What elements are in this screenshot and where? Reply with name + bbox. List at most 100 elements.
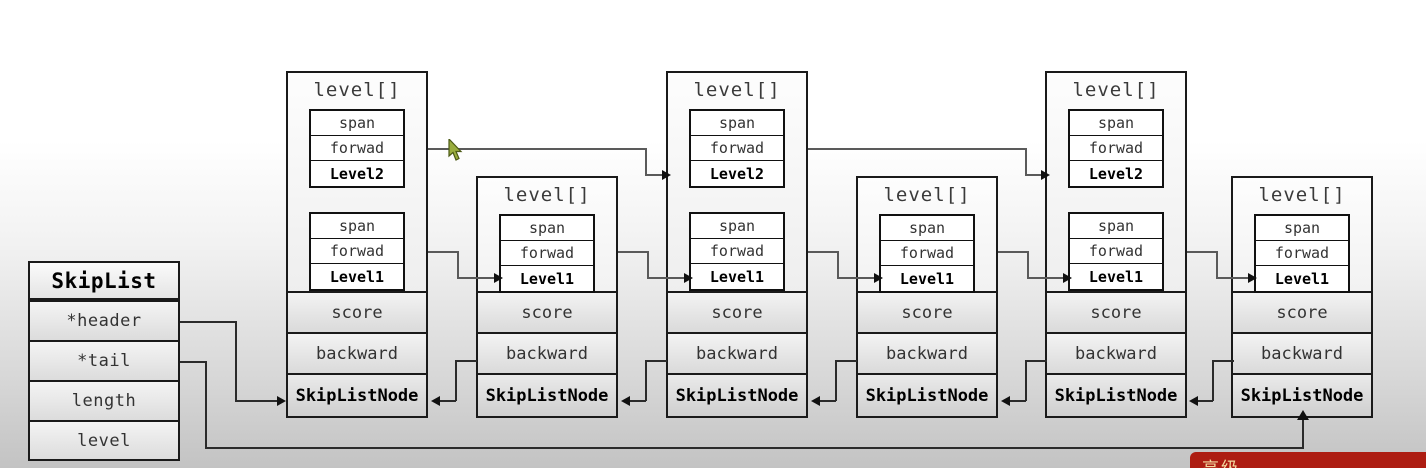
node2-level1-box: span forwad Level1 (499, 214, 595, 293)
node6-score: score (1233, 293, 1371, 334)
node6-level1-box: span forwad Level1 (1254, 214, 1350, 293)
backward-2to1-arrowhead (431, 396, 440, 406)
level1-forward-5to6-h2 (1216, 277, 1250, 279)
node5-level2-label: Level2 (1070, 161, 1162, 186)
node5-score: score (1047, 293, 1185, 334)
level2-forward-3to5-h2 (1025, 174, 1043, 176)
node6-level1-label: Level1 (1256, 266, 1348, 291)
node5-level1-label: Level1 (1070, 264, 1162, 289)
bottom-banner: 高级, (1190, 452, 1426, 468)
bottom-banner-text: 高级, (1202, 454, 1247, 468)
backward-6to5-h2 (1198, 400, 1213, 402)
level1-forward-2to3-h1 (618, 251, 648, 253)
node1-level1-forward: forwad (311, 239, 403, 264)
mouse-cursor-icon (448, 139, 463, 161)
header-pointer-segment-v (235, 321, 237, 401)
tail-pointer-segment-h1 (180, 361, 206, 363)
node1-level1-box: span forwad Level1 (309, 212, 405, 291)
backward-3to2-h1 (645, 360, 667, 362)
tail-pointer-arrowhead (1297, 410, 1309, 420)
node4-level1-forward: forwad (881, 241, 973, 266)
node5-level2-box: span forwad Level2 (1068, 109, 1164, 188)
backward-4to3-h2 (820, 400, 836, 402)
node3-backward: backward (668, 334, 806, 375)
node1-level1-span: span (311, 214, 403, 239)
node3-level1-box: span forwad Level1 (689, 212, 785, 291)
backward-2to1-h2 (440, 400, 456, 402)
node1-type: SkipListNode (288, 375, 426, 416)
node3-type: SkipListNode (668, 375, 806, 416)
level1-forward-3to4-h2 (837, 277, 876, 279)
node2-level1-label: Level1 (501, 266, 593, 291)
tail-pointer-segment-h2 (205, 447, 1304, 449)
node2-backward: backward (478, 334, 616, 375)
level1-forward-4to5-v (1027, 251, 1029, 278)
node4-type: SkipListNode (858, 375, 996, 416)
backward-4to3-h1 (835, 360, 857, 362)
level1-forward-5to6-v (1216, 251, 1218, 278)
header-pointer-arrowhead (277, 396, 286, 406)
node1-level2-span: span (311, 111, 403, 136)
node6-level1-forward: forwad (1256, 241, 1348, 266)
skiplist-node-5: level[] span forwad Level2 span forwad L… (1045, 71, 1187, 418)
node1-level2-forward: forwad (311, 136, 403, 161)
skiplist-field-header: *header (28, 301, 180, 341)
level1-forward-2to3-h2 (647, 277, 686, 279)
node3-level-array: level[] span forwad Level2 span forwad L… (668, 73, 806, 293)
node2-level-array-label: level[] (503, 184, 591, 206)
skiplist-node-2: level[] span forwad Level1 score backwar… (476, 176, 618, 418)
node6-backward: backward (1233, 334, 1371, 375)
backward-5to4-arrowhead (1001, 396, 1010, 406)
level1-forward-3to4-arrowhead (874, 273, 883, 283)
node5-level2-forward: forwad (1070, 136, 1162, 161)
level1-forward-1to2-v (457, 251, 459, 278)
level1-forward-1to2-h2 (457, 277, 496, 279)
node5-level1-box: span forwad Level1 (1068, 212, 1164, 291)
node3-level1-label: Level1 (691, 264, 783, 289)
node6-type: SkipListNode (1233, 375, 1371, 416)
backward-2to1-h1 (455, 360, 477, 362)
node3-level2-forward: forwad (691, 136, 783, 161)
level2-forward-1to3-arrowhead (662, 170, 671, 180)
skiplist-node-4: level[] span forwad Level1 score backwar… (856, 176, 998, 418)
node2-score: score (478, 293, 616, 334)
backward-2to1-v (455, 360, 457, 401)
header-pointer-segment-h1 (180, 321, 236, 323)
level1-forward-5to6-arrowhead (1248, 273, 1257, 283)
node1-backward: backward (288, 334, 426, 375)
backward-4to3-v (835, 360, 837, 401)
backward-3to2-v (645, 360, 647, 401)
level1-forward-4to5-h2 (1027, 277, 1065, 279)
skiplist-field-length: length (28, 381, 180, 421)
node6-level-array: level[] span forwad Level1 (1233, 178, 1371, 293)
backward-5to4-h1 (1025, 360, 1047, 362)
level2-forward-1to3-v (645, 148, 647, 175)
node3-level1-span: span (691, 214, 783, 239)
level2-forward-1to3-h2 (645, 174, 663, 176)
level1-forward-1to2-arrowhead (494, 273, 503, 283)
backward-5to4-h2 (1010, 400, 1026, 402)
node3-level2-span: span (691, 111, 783, 136)
level2-forward-1to3-h1 (428, 148, 646, 150)
node2-type: SkipListNode (478, 375, 616, 416)
node5-level-array-label: level[] (1072, 79, 1160, 101)
backward-3to2-h2 (630, 400, 646, 402)
node5-backward: backward (1047, 334, 1185, 375)
header-pointer-segment-h2 (235, 400, 279, 402)
level1-forward-2to3-v (647, 251, 649, 278)
skiplist-struct: SkipList *header *tail length level (28, 261, 180, 461)
node5-level1-forward: forwad (1070, 239, 1162, 264)
skiplist-field-tail: *tail (28, 341, 180, 381)
node4-level-array-label: level[] (883, 184, 971, 206)
level1-forward-4to5-h1 (998, 251, 1028, 253)
skiplist-node-3: level[] span forwad Level2 span forwad L… (666, 71, 808, 418)
node4-level1-span: span (881, 216, 973, 241)
level1-forward-3to4-h1 (808, 251, 838, 253)
node2-level1-forward: forwad (501, 241, 593, 266)
level1-forward-3to4-v (837, 251, 839, 278)
node1-score: score (288, 293, 426, 334)
backward-6to5-arrowhead (1189, 396, 1198, 406)
node4-backward: backward (858, 334, 996, 375)
node1-level1-label: Level1 (311, 264, 403, 289)
